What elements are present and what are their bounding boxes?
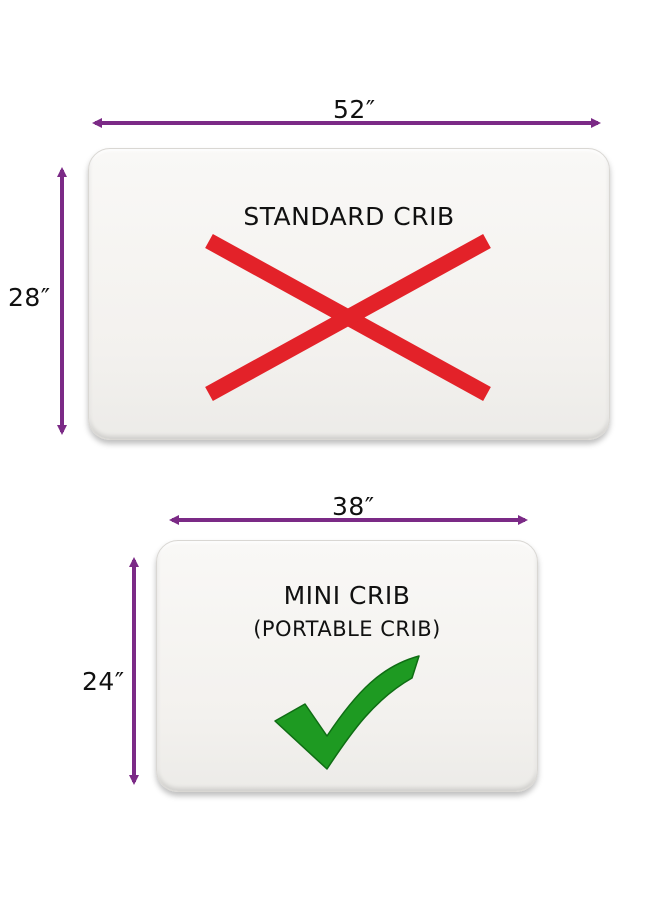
mini-crib-mattress: MINI CRIB (PORTABLE CRIB) [156, 540, 538, 792]
mini-crib-title: MINI CRIB [283, 581, 411, 610]
mini-width-label: 38″ [332, 492, 375, 521]
mini-crib-subtitle: (PORTABLE CRIB) [253, 617, 441, 641]
standard-crib-mattress: STANDARD CRIB [88, 148, 610, 440]
standard-height-label: 28″ [8, 283, 51, 312]
x-mark-icon [205, 233, 491, 402]
standard-width-label: 52″ [333, 95, 376, 124]
standard-crib-title: STANDARD CRIB [243, 202, 455, 231]
checkmark-icon [274, 655, 420, 770]
mini-height-label: 24″ [82, 667, 125, 696]
